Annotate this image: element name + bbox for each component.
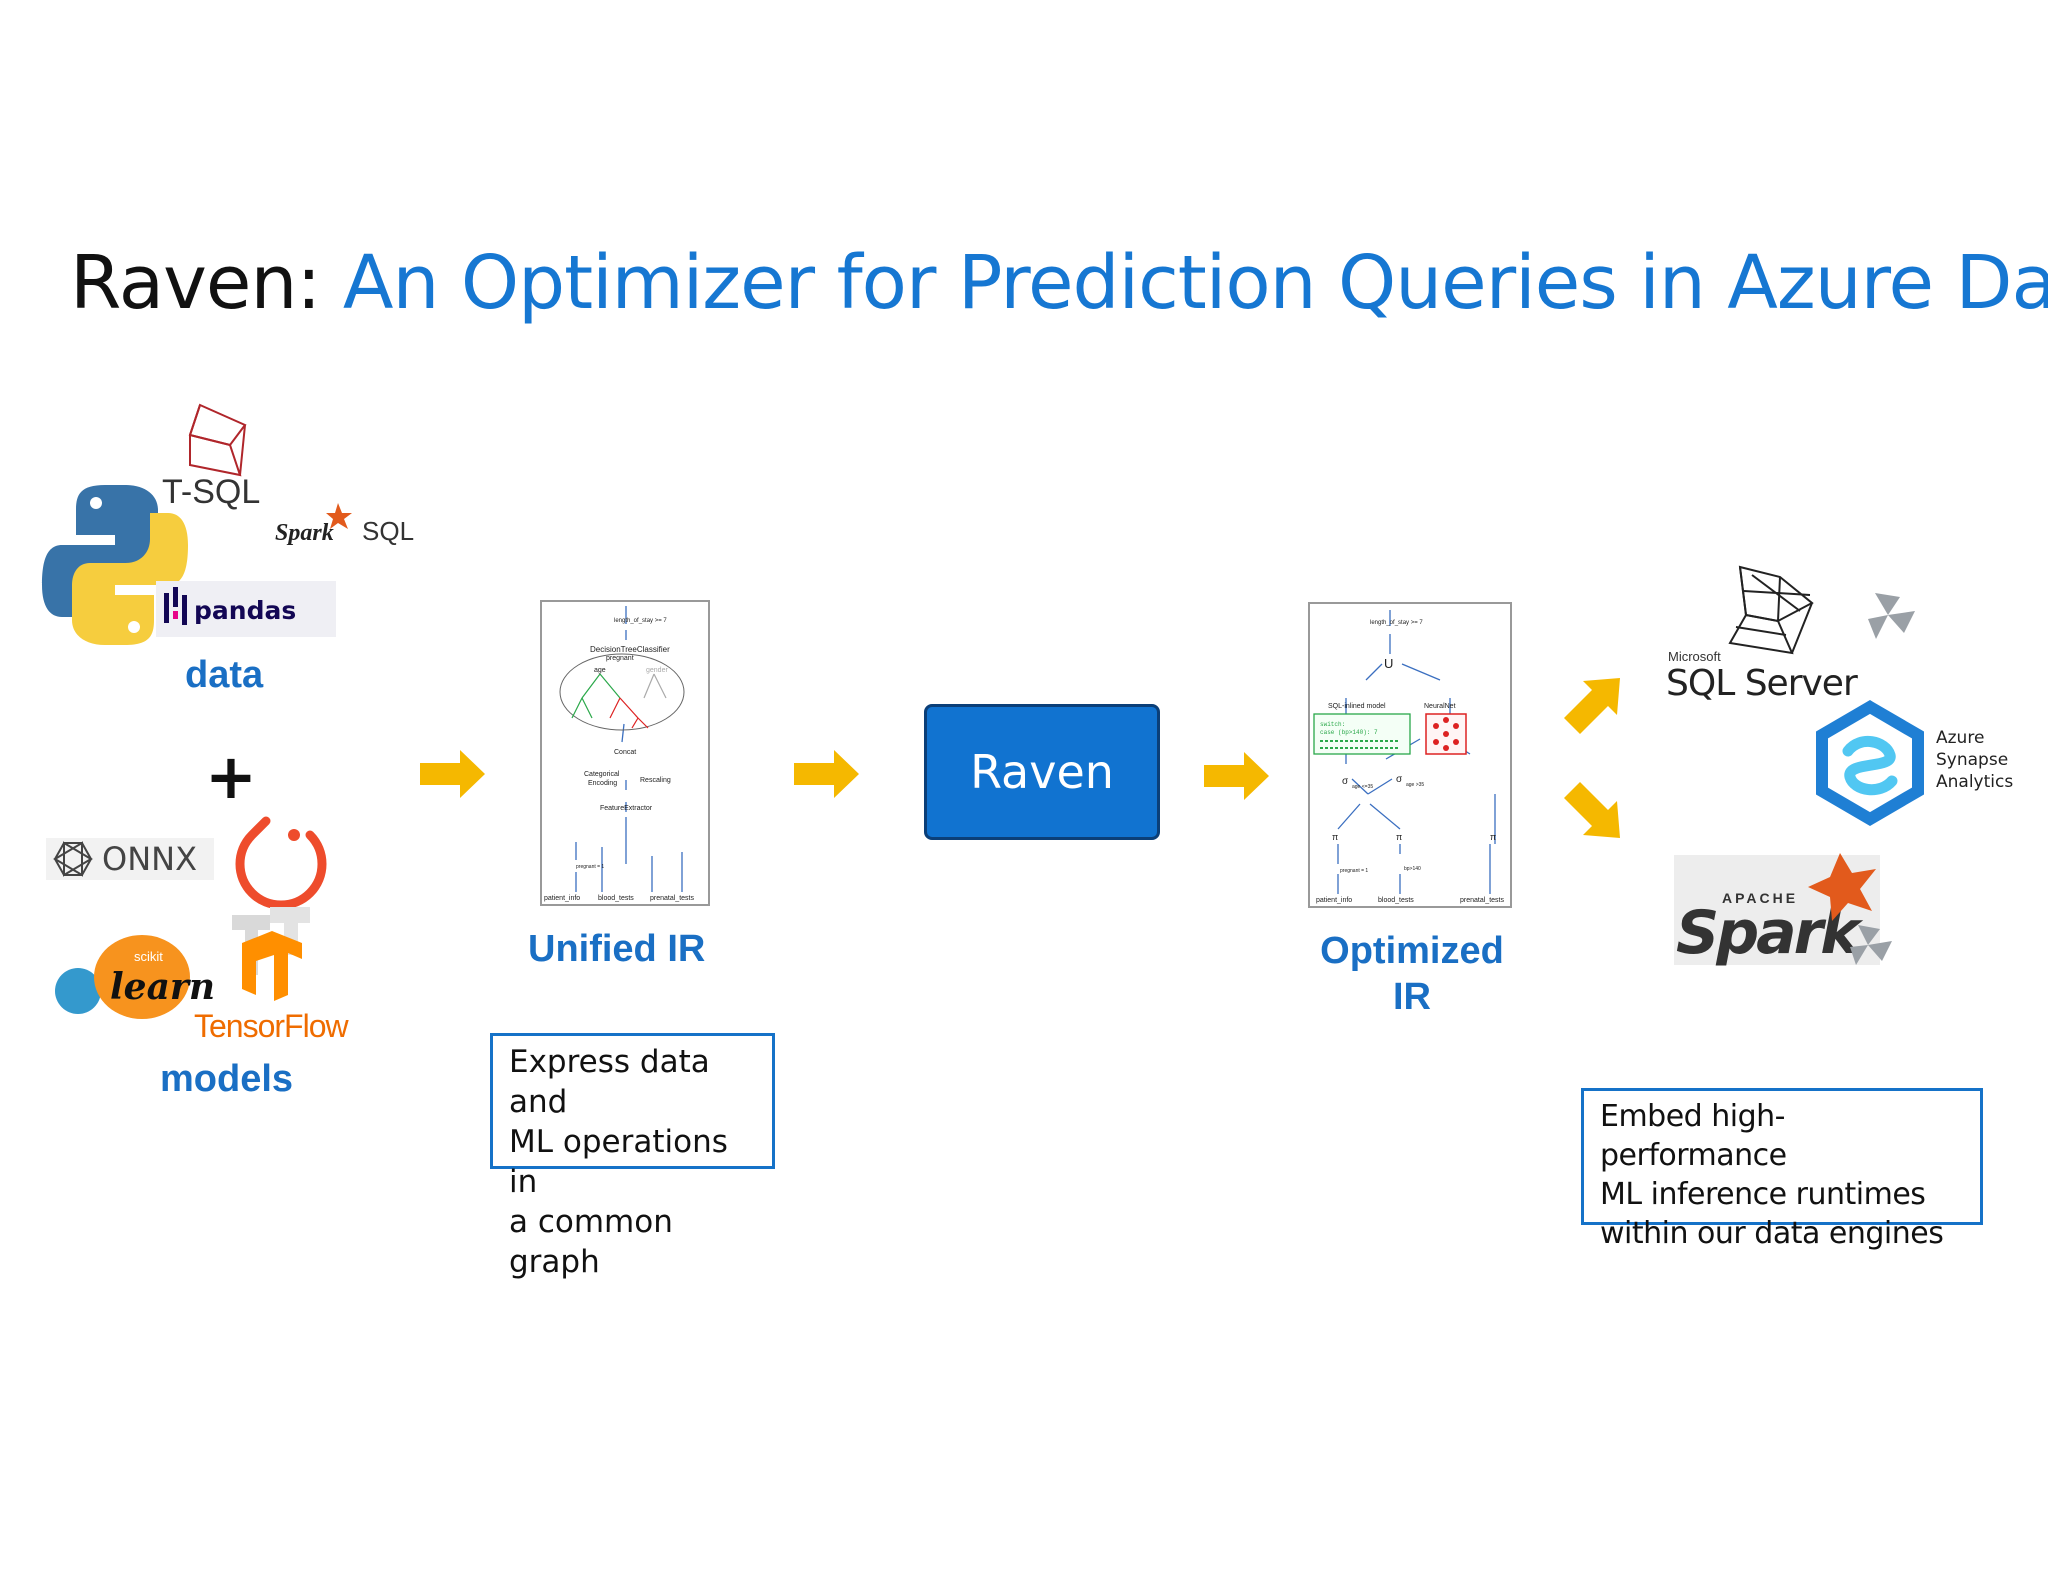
oir-filter: length_of_stay >= 7 — [1370, 620, 1423, 626]
pytorch-icon — [235, 816, 327, 910]
arrow-to-optimized-ir — [1204, 752, 1269, 800]
uir-pred: pregnant = 1 — [576, 864, 604, 870]
uir-rescaling: Rescaling — [640, 777, 671, 784]
learn-label: learn — [110, 966, 215, 1008]
python-icon — [42, 485, 188, 645]
unified-ir-desc-line-2: ML operations in — [509, 1124, 728, 1200]
oir-union: U — [1384, 656, 1393, 671]
synapse-label-2: Synapse — [1936, 750, 2008, 770]
arrow-to-spark — [1564, 782, 1620, 838]
oir-sigma-2: σ — [1396, 774, 1403, 785]
oir-age-le: age <=35 — [1352, 784, 1373, 790]
uir-concat: Concat — [614, 749, 636, 756]
uir-feature-extractor: FeatureExtractor — [600, 805, 653, 812]
pandas-label: pandas — [194, 596, 296, 625]
pandas-icon — [164, 587, 187, 625]
spark-sql-label: SQL — [362, 516, 414, 546]
scikit-small-label: scikit — [134, 949, 163, 964]
unified-ir-label: Unified IR — [528, 928, 706, 970]
oir-pi-1: π — [1332, 832, 1338, 842]
tensorflow-label: TensorFlow — [194, 1008, 350, 1044]
neuralnet-nodes-icon — [1433, 717, 1459, 751]
pinwheel-icon-1 — [1868, 593, 1915, 639]
oir-bp: bp>140 — [1404, 866, 1421, 872]
onnx-icon — [53, 841, 93, 877]
input-logos: T-SQL Spark SQL pandas data + ONNX sciki… — [42, 403, 414, 1095]
tsql-label: T-SQL — [162, 473, 260, 511]
optimized-ir-label-line-1: Optimized — [1320, 930, 1504, 972]
onnx-logo-bg — [46, 838, 214, 880]
pinwheel-icon-2 — [1850, 925, 1892, 965]
engine-logos: Microsoft SQL Server Azure Synapse Analy… — [1666, 565, 2013, 968]
oir-table-2: blood_tests — [1378, 897, 1414, 904]
uir-age: age — [594, 667, 606, 674]
optimized-ir-graph-svg: length_of_stay >= 7 U SQL-inlined model … — [1313, 610, 1504, 904]
oir-sigma-1: σ — [1342, 776, 1349, 787]
title-main: An Optimizer for Prediction Queries in A… — [342, 240, 2048, 326]
engines-desc-line-3: within our data engines — [1600, 1216, 1944, 1251]
spark-small-label: Spark — [275, 520, 334, 546]
unified-ir-desc-line-1: Express data and — [509, 1044, 710, 1120]
oir-sql-model: SQL-inlined model — [1328, 703, 1386, 710]
oir-pred: pregnant = 1 — [1340, 868, 1368, 874]
scikit-learn-icon — [55, 935, 190, 1019]
optimized-ir-label: Optimized IR — [1300, 928, 1524, 1020]
sql-server-label: SQL Server — [1666, 663, 1858, 704]
models-label: models — [160, 1058, 293, 1095]
synapse-label-3: Analytics — [1936, 772, 2013, 792]
oir-pi-2: π — [1396, 832, 1402, 842]
optimized-ir-label-line-2: IR — [1393, 976, 1431, 1018]
uir-encoding: Encoding — [588, 780, 617, 787]
arrow-to-unified-ir — [420, 750, 485, 798]
oir-table-3: prenatal_tests — [1460, 897, 1504, 904]
oir-code-1: switch: — [1320, 721, 1345, 728]
oir-neural: NeuralNet — [1424, 703, 1456, 710]
arrow-to-raven — [794, 750, 859, 798]
uir-pregnant: pregnant — [606, 655, 634, 662]
oir-table-1: patient_info — [1316, 897, 1352, 904]
sql-server-small-label: Microsoft — [1668, 649, 1721, 664]
uir-table-1: patient_info — [544, 895, 580, 902]
arrow-to-sql-server — [1564, 678, 1620, 734]
oir-pi-3: π — [1490, 832, 1496, 842]
azure-synapse-icon — [1816, 700, 1924, 826]
slide-title: Raven: An Optimizer for Prediction Queri… — [70, 240, 2048, 326]
plus-sign: + — [205, 740, 257, 813]
synapse-label-1: Azure — [1936, 728, 1984, 748]
raven-box: Raven — [924, 704, 1160, 840]
sql-server-small-icon — [188, 403, 247, 477]
unified-ir-description: Express data and ML operations in a comm… — [490, 1033, 775, 1280]
oir-code-2: case (bp>140): 7 — [1320, 729, 1378, 736]
unified-ir-graph-svg: length_of_stay >= 7 DecisionTreeClassifi… — [544, 606, 694, 902]
oir-age-gt: age >35 — [1406, 782, 1424, 788]
engines-desc-line-1: Embed high-performance — [1600, 1099, 1787, 1173]
uir-table-2: blood_tests — [598, 895, 634, 902]
spark-star-small-icon — [326, 503, 352, 529]
oir-code-strike — [1320, 740, 1400, 749]
data-label: data — [185, 654, 264, 696]
spark-small-apache: APACHE — [1722, 890, 1798, 906]
optimized-ir-graph: length_of_stay >= 7 U SQL-inlined model … — [1308, 602, 1512, 908]
spark-star-icon — [1808, 853, 1876, 921]
engines-description: Embed high-performance ML inference runt… — [1581, 1088, 1983, 1251]
uir-filter: length_of_stay >= 7 — [614, 618, 667, 624]
engines-desc-line-2: ML inference runtimes — [1600, 1177, 1926, 1212]
uir-classifier: DecisionTreeClassifier — [590, 645, 670, 654]
unified-ir-graph: length_of_stay >= 7 DecisionTreeClassifi… — [540, 600, 710, 906]
title-prefix: Raven: — [70, 240, 321, 326]
sql-server-icon — [1728, 565, 1814, 655]
unified-ir-desc-line-3: a common graph — [509, 1204, 673, 1280]
uir-table-3: prenatal_tests — [650, 895, 694, 902]
tensorflow-icon — [232, 907, 310, 1001]
onnx-label: ONNX — [102, 840, 197, 878]
uir-gender: gender — [646, 667, 668, 674]
uir-categorical: Categorical — [584, 771, 620, 778]
